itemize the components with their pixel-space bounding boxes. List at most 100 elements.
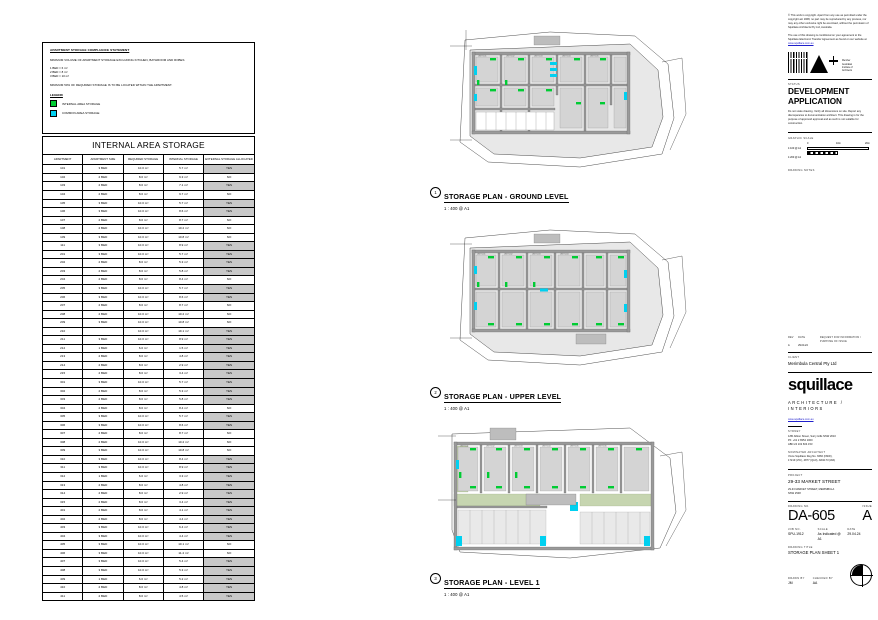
cell-internal-storage: 5.4 m³ xyxy=(162,557,205,568)
cell-required-storage: 10.0 m³ xyxy=(122,566,164,576)
cell-external-storage: NO xyxy=(203,224,255,234)
cell-external-storage: YES xyxy=(203,181,255,191)
revision-date: 29.04.24 xyxy=(798,343,808,347)
cell-external-storage: YES xyxy=(203,523,255,533)
cell-apartment: 302 xyxy=(41,386,84,397)
compliance-note-intro: MINIMUM VOLUME OF APARTMENT STORAGE EXCL… xyxy=(50,57,185,62)
cell-external-storage: YES xyxy=(203,258,255,268)
cell-external-storage: NO xyxy=(203,215,255,226)
cell-internal-storage: 2.9 m³ xyxy=(162,489,205,499)
cell-internal-storage: 4.4 m³ xyxy=(162,514,205,525)
cell-apartment-size: 2 BED xyxy=(82,437,124,448)
cell-required-storage: 8.0 m³ xyxy=(122,215,164,226)
requirement-2bed: 2 BED = 8 m³ xyxy=(50,70,68,75)
drawing-label-upper-level: STORAGE PLAN - UPPER LEVEL xyxy=(444,392,562,403)
cell-apartment-size: 2 BED xyxy=(82,301,124,311)
scale-field-value: As Indicated @ A1 xyxy=(817,532,841,541)
cell-apartment: 205 xyxy=(41,284,84,294)
revision-header-date: DATE xyxy=(798,336,806,339)
legend-item-common: COMMON AREA STORAGE xyxy=(50,109,247,117)
legend-label-internal: INTERNAL AREA STORAGE xyxy=(62,101,101,106)
cell-external-storage: NO xyxy=(203,301,255,311)
cell-internal-storage: 6.4 m³ xyxy=(162,523,205,533)
cell-internal-storage: 5.8 m³ xyxy=(162,266,205,277)
cell-external-storage: YES xyxy=(203,557,255,568)
cell-internal-storage: 8.4 m³ xyxy=(162,275,205,285)
cell-external-storage: YES xyxy=(203,241,255,251)
scale-tick-10: 10m xyxy=(836,142,841,146)
cell-internal-storage: 5.3 m³ xyxy=(162,386,205,397)
scale-bar-lower xyxy=(807,151,838,155)
website-link[interactable]: www.squillace.com.au xyxy=(788,42,814,46)
issue-label: ISSUE xyxy=(862,504,872,508)
cell-external-storage: NO xyxy=(203,189,255,200)
cell-apartment: 307 xyxy=(41,429,84,439)
cell-internal-storage: 5.7 m³ xyxy=(162,198,205,209)
legend-label-common: COMMON AREA STORAGE xyxy=(62,111,100,116)
cell-external-storage: YES xyxy=(203,591,255,602)
cell-apartment-size: 3 BED xyxy=(82,566,124,576)
cell-internal-storage: 10.1 m³ xyxy=(162,540,205,550)
cell-required-storage: 10.0 m³ xyxy=(122,420,164,431)
drawing-number-3: 3 xyxy=(430,573,441,584)
cell-internal-storage: 5.3 m³ xyxy=(162,566,205,576)
aia-membership-text: Member Australian Institute of Architect… xyxy=(842,60,853,73)
status-label: STATUS xyxy=(788,82,800,86)
cell-external-storage: NO xyxy=(203,429,255,439)
cell-apartment-size: 3 BED xyxy=(82,454,124,465)
revision-header-row: REV DATE REQUEST FOR INFORMATION / PURPO… xyxy=(788,336,872,344)
svg-text:UNIT 204: UNIT 204 xyxy=(560,254,569,256)
cell-required-storage: 10.0 m³ xyxy=(122,531,164,542)
drawing-number-2: 2 xyxy=(430,387,441,398)
office-label: SYDNEY xyxy=(788,430,801,434)
cell-required-storage: 10.0 m³ xyxy=(122,207,164,217)
cell-required-storage: 8.0 m³ xyxy=(122,266,164,277)
revision-purpose xyxy=(820,344,872,348)
scale-row-2-label: 1:200 @ A1 xyxy=(788,155,802,159)
cell-internal-storage: 8.7 m³ xyxy=(162,215,205,226)
practice-website-link[interactable]: www.squillace.com.au xyxy=(788,418,814,422)
cell-required-storage: 6.0 m³ xyxy=(122,574,164,585)
cell-apartment: 103 xyxy=(41,181,84,191)
cell-internal-storage: 10.8 m³ xyxy=(162,232,205,243)
north-point-icon xyxy=(850,563,873,587)
cell-apartment: 405 xyxy=(41,540,84,550)
cell-apartment: 208 xyxy=(41,309,84,320)
issue-value: A xyxy=(862,508,872,525)
cell-required-storage: 10.0 m³ xyxy=(122,523,164,533)
cell-internal-storage: 11.4 m³ xyxy=(162,548,205,559)
client-label: CLIENT xyxy=(788,356,800,360)
cell-required-storage: 10.0 m³ xyxy=(122,224,164,234)
cell-external-storage: YES xyxy=(203,472,255,482)
cell-apartment: 201 xyxy=(41,249,84,260)
cell-required-storage: 10.0 m³ xyxy=(122,463,164,473)
cell-external-storage: YES xyxy=(203,284,255,294)
cell-internal-storage: 8.9 m³ xyxy=(162,463,205,473)
cell-apartment: 313 xyxy=(41,480,84,491)
office-address: 1/80 Albion Street, Surry Hills NSW 2010… xyxy=(788,434,836,446)
column-header-apartment-size: APARTMENT SIZE xyxy=(82,153,124,166)
cell-external-storage: YES xyxy=(203,480,255,491)
cell-external-storage: YES xyxy=(203,360,255,371)
cell-external-storage: YES xyxy=(203,420,255,431)
cell-required-storage: 10.0 m³ xyxy=(122,198,164,209)
cell-apartment-size: 2 BED xyxy=(82,369,124,379)
scale-field-label: SCALE xyxy=(817,527,828,531)
revision-rev: A xyxy=(788,343,790,347)
